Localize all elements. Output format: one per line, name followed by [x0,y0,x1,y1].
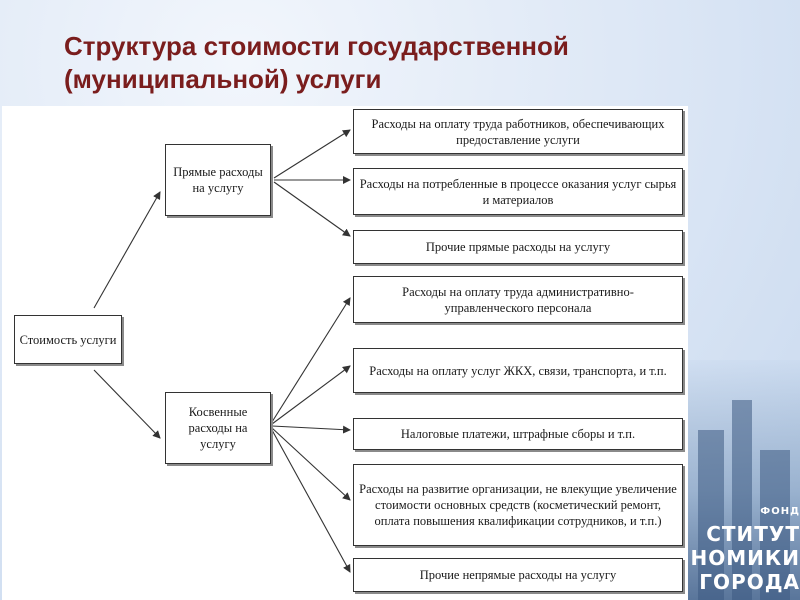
slide-title-line-1: Структура стоимости государственной [64,31,569,61]
root-node: Стоимость услуги [14,315,122,364]
diagram-panel: Стоимость услуги Прямые расходы на услуг… [2,106,688,600]
decoration-text-1: ФОНД [760,506,800,517]
indirect-item-other: Прочие непрямые расходы на услугу [353,558,683,592]
slide-title-line-2: (муниципальной) услуги [64,64,382,94]
decoration-text-4: ГОРОДА [699,570,800,594]
indirect-item-admin-labor: Расходы на оплату труда административно-… [353,276,683,323]
decoration-text-3: НОМИКИ [690,546,800,570]
arrow-indirect-item-2 [271,365,351,425]
direct-item-other: Прочие прямые расходы на услугу [353,230,683,264]
arrow-root-to-direct [93,191,161,309]
connector-arrows [93,129,351,573]
arrow-indirect-item-5 [271,429,351,573]
arrow-indirect-item-4 [271,427,351,501]
arrow-direct-item-3 [273,181,351,237]
indirect-item-utilities: Расходы на оплату услуг ЖКХ, связи, тран… [353,348,683,393]
direct-item-labor: Расходы на оплату труда работников, обес… [353,109,683,154]
corner-decoration-image: ФОНД СТИТУТ НОМИКИ ГОРОДА [688,360,800,600]
arrow-indirect-item-3 [271,425,351,434]
indirect-item-taxes: Налоговые платежи, штрафные сборы и т.п. [353,418,683,450]
indirect-costs-node: Косвенные расходы на услугу [165,392,271,464]
decoration-text-2: СТИТУТ [706,522,800,546]
direct-costs-node: Прямые расходы на услугу [165,144,271,216]
arrow-indirect-item-1 [271,297,351,423]
slide-title: Структура стоимости государственной (мун… [64,30,764,96]
direct-item-materials: Расходы на потребленные в процессе оказа… [353,168,683,215]
arrow-root-to-indirect [93,369,161,439]
arrow-direct-item-1 [273,129,351,179]
indirect-item-development: Расходы на развитие организации, не влек… [353,464,683,546]
